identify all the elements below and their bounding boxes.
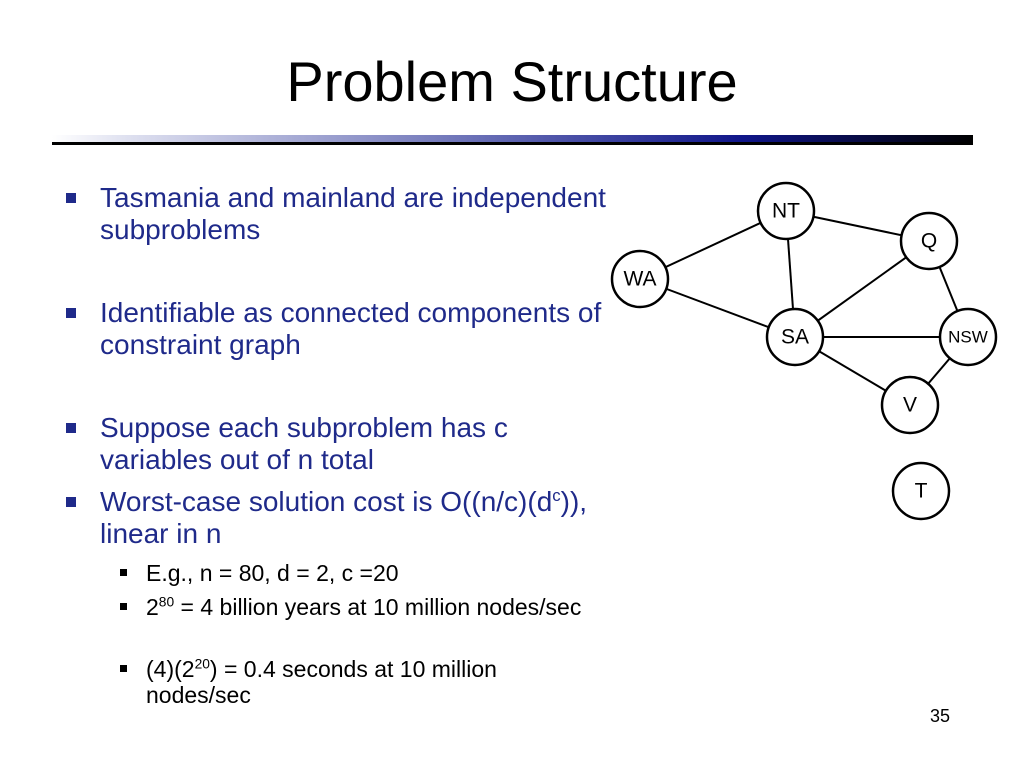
page-number: 35 bbox=[930, 706, 951, 726]
graph-node-label: Q bbox=[921, 230, 937, 253]
title-underline bbox=[52, 135, 973, 145]
slide-title: Problem Structure bbox=[286, 50, 738, 113]
sub-bullet-text-before: 2 bbox=[146, 594, 159, 620]
bullet-text: Tasmania and mainland are independent su… bbox=[100, 182, 606, 245]
sub-bullet-square-icon bbox=[120, 665, 127, 672]
bullet-text: Suppose each subproblem has c variables … bbox=[100, 412, 508, 475]
graph-node-circle bbox=[938, 307, 998, 367]
sub-bullet-superscript: 80 bbox=[158, 594, 175, 610]
graph-node-circle bbox=[610, 249, 670, 309]
graph-node-label: WA bbox=[623, 268, 656, 291]
bullet-square-icon bbox=[66, 308, 76, 318]
graph-node-q: Q bbox=[899, 211, 959, 271]
graph-node-circle bbox=[899, 211, 959, 271]
graph-node-nsw: NSW bbox=[938, 307, 998, 367]
graph-node-label: V bbox=[903, 394, 917, 417]
bullet-square-icon bbox=[66, 497, 76, 507]
graph-node-v: V bbox=[880, 375, 940, 435]
graph-node-t: T bbox=[891, 461, 951, 521]
graph-node-wa: WA bbox=[610, 249, 670, 309]
bullet-text-after: )), linear in n bbox=[100, 486, 588, 549]
bullet-square-icon bbox=[66, 193, 76, 203]
bullet-text-before: Worst-case solution cost is O((n/c)(d bbox=[100, 486, 553, 517]
sub-bullet-superscript: 20 bbox=[194, 656, 210, 672]
graph-node-circle bbox=[880, 375, 940, 435]
sub-bullet-text: 280 = 4 billion years at 10 million node… bbox=[146, 594, 606, 620]
bullet-text: Worst-case solution cost is O((n/c)(dc))… bbox=[100, 486, 620, 550]
sub-bullet-text: (4)(220) = 0.4 seconds at 10 million nod… bbox=[146, 656, 606, 708]
sub-bullet-square-icon bbox=[120, 569, 127, 576]
graph-node-sa: SA bbox=[765, 307, 825, 367]
graph-node-label: NSW bbox=[948, 328, 988, 347]
sub-bullet-text: E.g., n = 80, d = 2, c =20 bbox=[146, 560, 606, 586]
sub-bullet-text-before: (4)(2 bbox=[146, 656, 195, 682]
sub-bullet-text-after: = 4 billion years at 10 million nodes/se… bbox=[174, 594, 582, 620]
sub-bullet-text-before: E.g., n = 80, d = 2, c =20 bbox=[146, 560, 399, 586]
graph-node-nt: NT bbox=[756, 181, 816, 241]
graph-node-label: SA bbox=[781, 326, 809, 349]
sub-bullet-text-after: ) = 0.4 seconds at 10 million nodes/sec bbox=[146, 656, 497, 708]
bullet-text: Identifiable as connected components of … bbox=[100, 297, 602, 360]
graph-node-circle bbox=[756, 181, 816, 241]
bullet-square-icon bbox=[66, 423, 76, 433]
graph-node-circle bbox=[765, 307, 825, 367]
graph-node-circle bbox=[891, 461, 951, 521]
graph-node-label: NT bbox=[772, 200, 800, 223]
bullet-superscript: c bbox=[552, 485, 561, 505]
graph-node-label: T bbox=[915, 480, 928, 503]
sub-bullet-square-icon bbox=[120, 603, 127, 610]
